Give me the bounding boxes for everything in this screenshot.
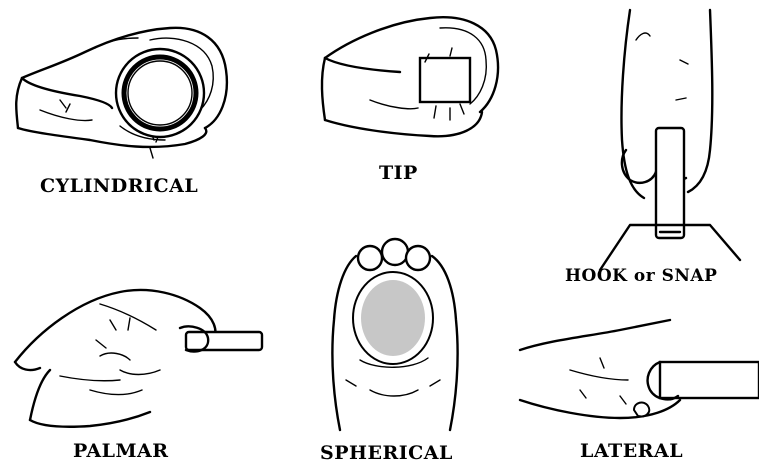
- hook-grasp-illustration: [560, 0, 759, 290]
- cylindrical-label: CYLINDRICAL: [40, 177, 198, 196]
- palmar-label: PALMAR: [73, 442, 169, 461]
- lateral-label: LATERAL: [580, 442, 683, 461]
- panel-spherical: SPHERICAL: [300, 230, 490, 464]
- spherical-label: SPHERICAL: [320, 444, 453, 463]
- tip-label: TIP: [379, 164, 418, 183]
- spherical-grasp-illustration: [300, 230, 490, 464]
- hook-or-snap-label: HOOK or SNAP: [565, 268, 717, 285]
- panel-cylindrical: CYLINDRICAL: [0, 0, 250, 230]
- panel-tip: TIP: [300, 0, 520, 190]
- panel-lateral: LATERAL: [510, 300, 759, 464]
- panel-hook-or-snap: HOOK or SNAP: [560, 0, 759, 290]
- panel-palmar: PALMAR: [0, 280, 290, 464]
- palmar-grasp-illustration: [0, 280, 290, 464]
